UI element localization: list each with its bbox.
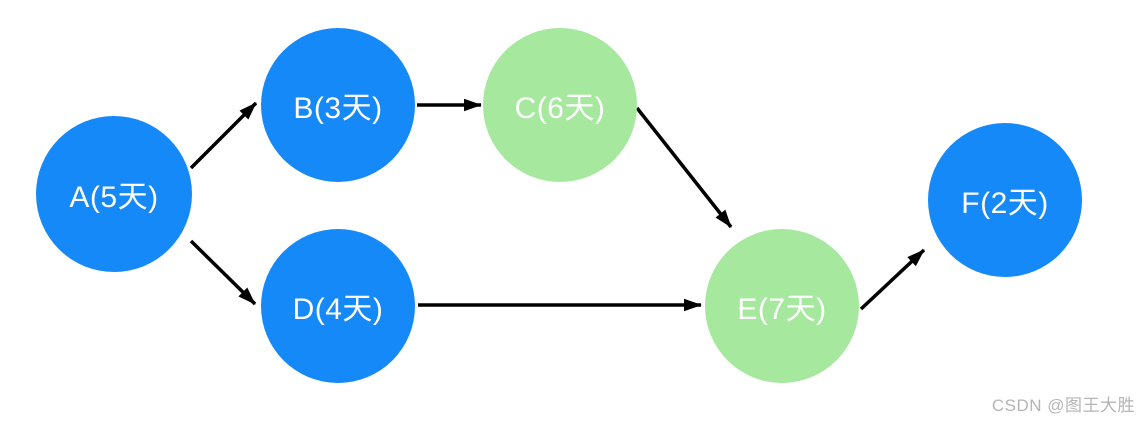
edge-A-B	[189, 101, 258, 170]
edge-A-D	[189, 239, 257, 306]
edge-C-E	[635, 106, 733, 229]
node-F: F(2天)	[928, 123, 1082, 277]
node-B: B(3天)	[261, 28, 415, 182]
node-C: C(6天)	[483, 28, 637, 182]
node-E: E(7天)	[705, 229, 859, 383]
watermark: CSDN @图王大胜	[991, 396, 1135, 415]
node-D: D(4天)	[261, 229, 415, 383]
node-A: A(5天)	[36, 116, 192, 272]
edge-E-F	[859, 248, 926, 311]
